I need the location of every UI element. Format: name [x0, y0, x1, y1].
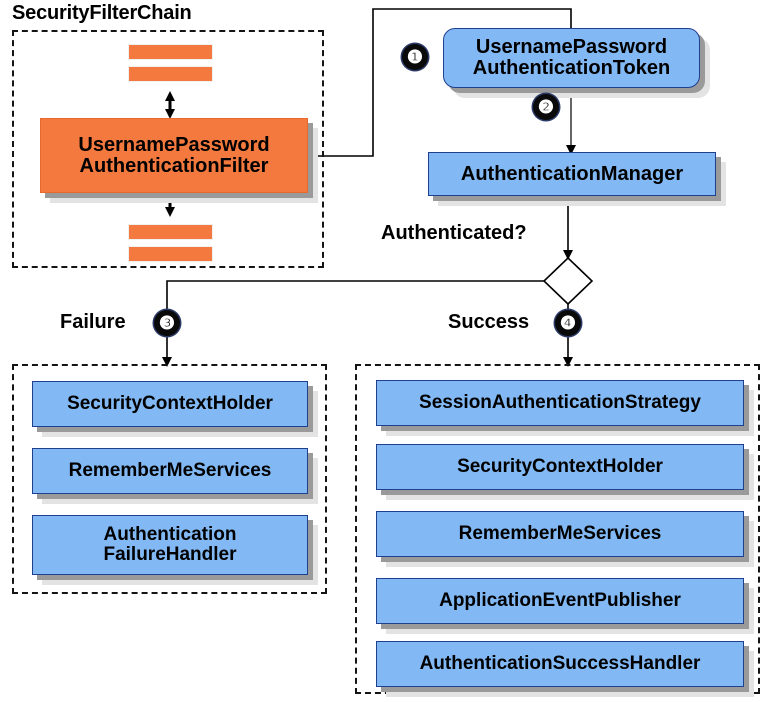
badge-three: ❸: [154, 310, 180, 336]
filter-bar-top-1: [128, 44, 213, 60]
filter-bar-top-2: [128, 66, 213, 82]
node-label: UsernamePassword AuthenticationToken: [472, 36, 671, 79]
node-label: Authentication FailureHandler: [103, 524, 237, 565]
node-label: UsernamePassword AuthenticationFilter: [78, 133, 270, 177]
failure-item-remember-me-services[interactable]: RememberMeServices: [32, 448, 308, 494]
success-item-session-authentication-strategy[interactable]: SessionAuthenticationStrategy: [376, 380, 744, 426]
success-branch-label: Success: [448, 311, 530, 333]
node-label: RememberMeServices: [68, 460, 272, 482]
failure-item-security-context-holder[interactable]: SecurityContextHolder: [32, 381, 308, 427]
node-username-password-authentication-filter[interactable]: UsernamePassword AuthenticationFilter: [40, 118, 308, 193]
node-label: SecurityContextHolder: [67, 393, 273, 415]
badge-two: ❷: [533, 94, 559, 120]
badge-one: ❶: [402, 44, 428, 70]
filter-bar-bottom-1: [128, 224, 213, 240]
node-label: AuthenticationManager: [460, 162, 684, 185]
filter-bar-bottom-2: [128, 246, 213, 262]
success-item-authentication-success-handler[interactable]: AuthenticationSuccessHandler: [376, 641, 744, 687]
success-group: [355, 364, 760, 694]
node-label: RememberMeServices: [458, 523, 662, 545]
failure-item-authentication-failure-handler[interactable]: Authentication FailureHandler: [32, 515, 308, 575]
badge-four: ❹: [555, 310, 581, 336]
security-filter-chain-title: SecurityFilterChain: [12, 2, 192, 24]
node-label: AuthenticationSuccessHandler: [419, 653, 701, 675]
success-item-application-event-publisher[interactable]: ApplicationEventPublisher: [376, 578, 744, 624]
node-label: SecurityContextHolder: [457, 456, 663, 478]
success-item-remember-me-services[interactable]: RememberMeServices: [376, 511, 744, 557]
node-username-password-authentication-token[interactable]: UsernamePassword AuthenticationToken: [443, 28, 700, 88]
node-authentication-manager[interactable]: AuthenticationManager: [428, 152, 716, 196]
success-item-security-context-holder[interactable]: SecurityContextHolder: [376, 444, 744, 490]
node-label: ApplicationEventPublisher: [439, 590, 681, 612]
decision-question-label: Authenticated?: [381, 222, 527, 244]
failure-branch-label: Failure: [60, 311, 126, 333]
node-label: SessionAuthenticationStrategy: [419, 392, 701, 414]
decision-diamond: [542, 256, 594, 306]
